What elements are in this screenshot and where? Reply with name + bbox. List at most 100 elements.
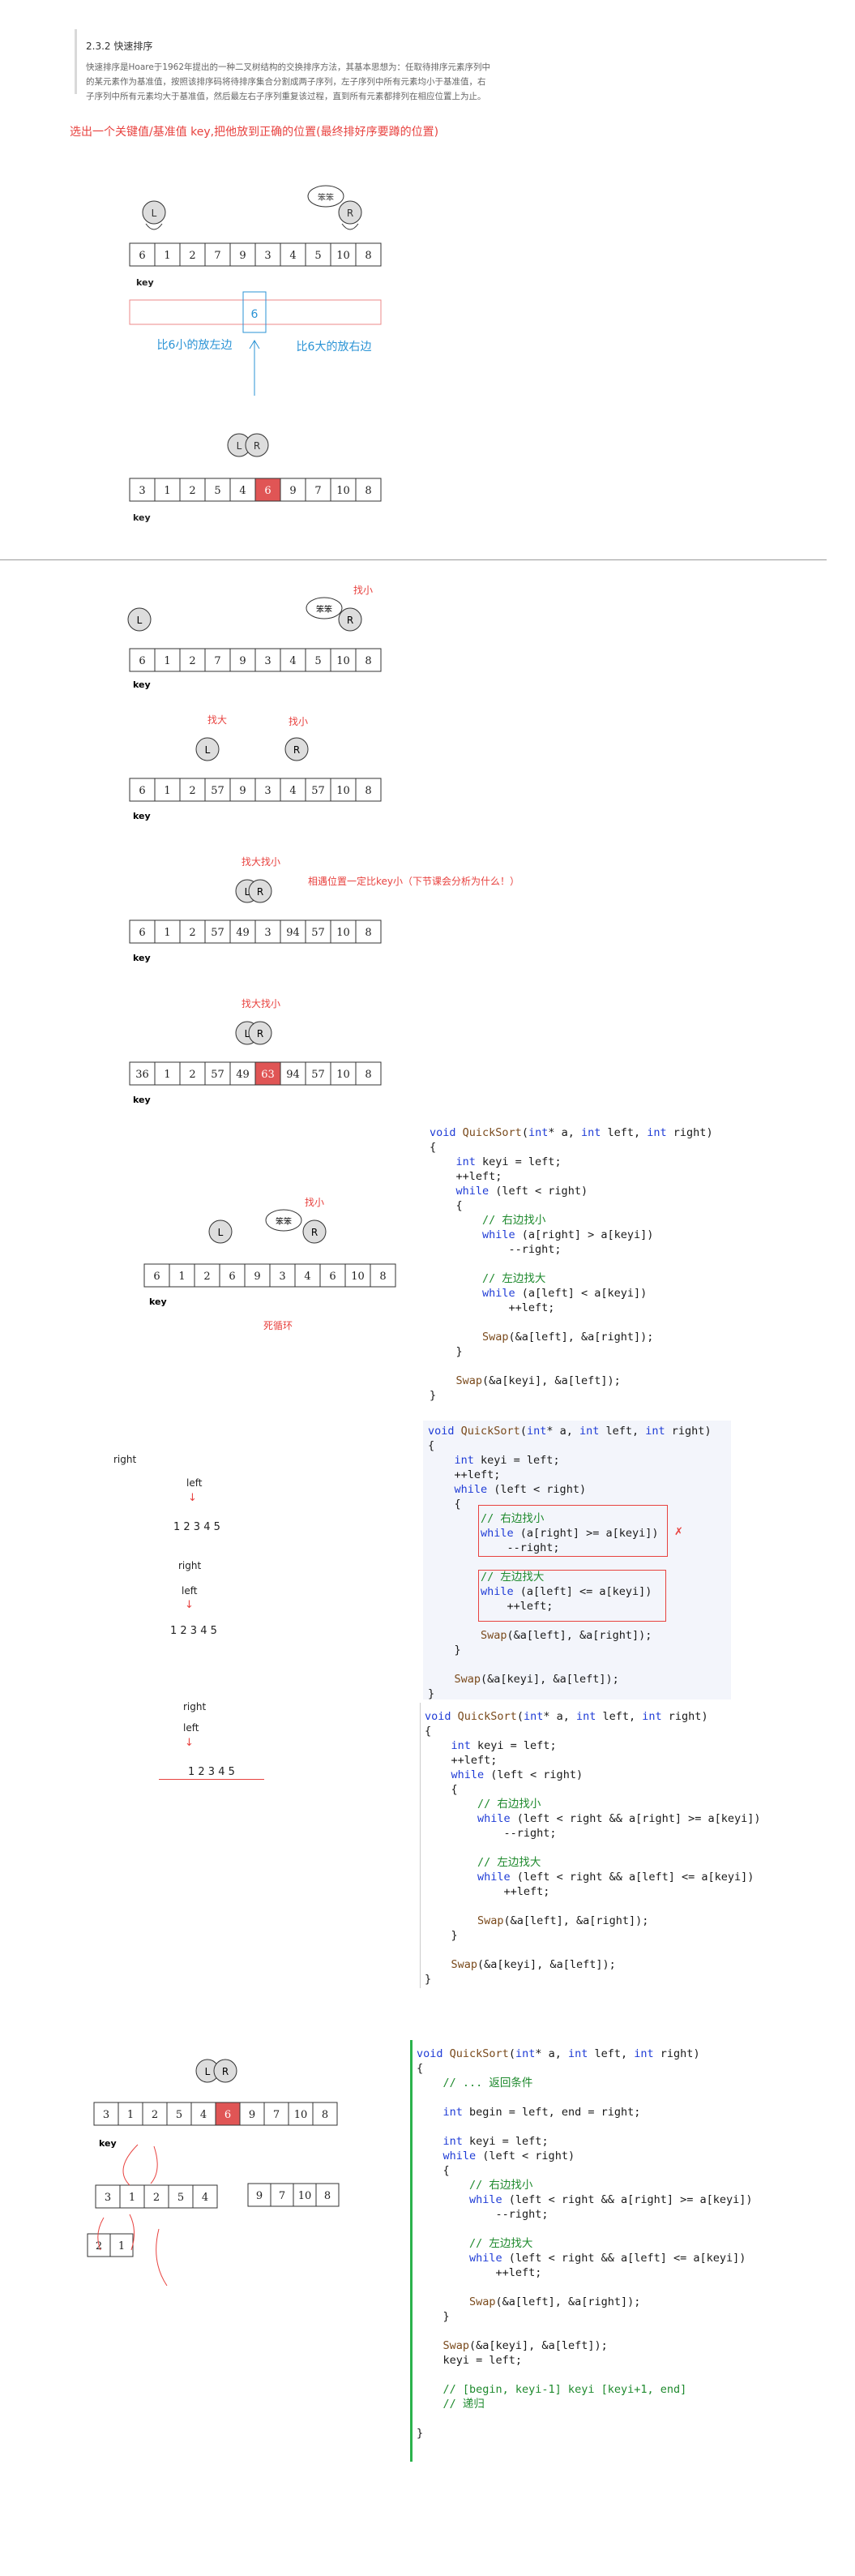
- svg-text:L: L: [218, 1227, 224, 1238]
- array-cell: [192, 2184, 218, 2209]
- code-line: ++left;: [428, 1600, 554, 1613]
- code-line: int keyi = left;: [454, 1454, 560, 1467]
- code-line: while (left < right): [451, 1768, 584, 1781]
- array-cell-value: 3: [279, 1271, 285, 1283]
- code-line: {: [425, 1783, 458, 1796]
- note-left: 找大: [207, 714, 227, 726]
- right-pointer-label: R: [347, 208, 353, 219]
- code-line: }: [425, 1973, 432, 1986]
- key-heading: 选出一个关键值/基准值 key,把他放到正确的位置(最终排好序要蹲的位置): [70, 126, 439, 139]
- code-line: [417, 2368, 773, 2382]
- array-cell: [330, 242, 357, 267]
- array-cell: [229, 778, 256, 802]
- array-cell-value: 1: [164, 927, 170, 939]
- array-cell: [312, 2102, 338, 2126]
- code-line: while (a[right] >= a[keyi]): [481, 1527, 659, 1540]
- code-line: [417, 2120, 773, 2134]
- code-line: {: [428, 1498, 461, 1511]
- array-cell-value: 7: [214, 250, 220, 262]
- trace-left-1: left: [186, 1477, 203, 1489]
- array-cell: [370, 1263, 396, 1288]
- array-cell: [355, 778, 382, 802]
- array-cell-value: 1: [178, 1271, 185, 1283]
- code-line: Swap(&a[keyi], &a[left]);: [455, 1374, 621, 1387]
- code-line: [428, 1555, 736, 1570]
- array-cell: [280, 778, 306, 802]
- change-bar: [410, 2040, 413, 2462]
- code-line: [430, 1359, 754, 1374]
- code-line: --right;: [425, 1827, 557, 1840]
- code-line: while (left < right): [454, 1483, 587, 1496]
- array-cell: [330, 648, 357, 672]
- array-cell-value: 6: [229, 1271, 235, 1283]
- code-gutter-3: [420, 1703, 421, 1988]
- trace-underline: [159, 1779, 264, 1780]
- code-line: // 右边找小: [428, 1512, 545, 1525]
- array-cell-value: 10: [294, 2109, 308, 2121]
- code-line: keyi = left;: [417, 2354, 523, 2367]
- note-top: 找大找小: [242, 998, 280, 1009]
- key-label: key: [133, 811, 151, 821]
- array-cell-value: 5: [176, 2109, 182, 2121]
- code-line: --right;: [417, 2208, 549, 2221]
- array-cell-value: 2: [189, 655, 195, 667]
- key-label: key: [133, 679, 151, 689]
- array-cell: [179, 778, 206, 802]
- array-cell-value: 2: [189, 785, 195, 797]
- array-cell: [129, 478, 156, 502]
- svg-text:L: L: [137, 615, 143, 626]
- array-cell-value: 10: [336, 785, 350, 797]
- array-cell-value: 4: [202, 2192, 208, 2204]
- code-line: }: [428, 1644, 461, 1657]
- code-line: {: [430, 1199, 463, 1212]
- array-cell: [294, 1263, 321, 1288]
- array-cell-value: 2: [153, 2192, 160, 2204]
- code-line: // 递归: [417, 2398, 485, 2411]
- stage-note: 找小: [353, 585, 373, 596]
- trace-left-3: left: [183, 1722, 199, 1734]
- code-line: --right;: [428, 1541, 560, 1554]
- code-block-3: void QuickSort(int* a, int left, int rig…: [425, 1709, 765, 1987]
- array-cell: [355, 648, 382, 672]
- array-cell: [229, 242, 256, 267]
- code-line: {: [425, 1725, 432, 1738]
- code-block-2: void QuickSort(int* a, int left, int rig…: [428, 1424, 736, 1701]
- array-cell: [109, 2233, 134, 2257]
- code-line: Swap(&a[left], &a[right]);: [469, 2295, 641, 2308]
- code-line: // 右边找小: [425, 1798, 541, 1811]
- array-cell-value: 9: [249, 2109, 255, 2121]
- array-cell: [143, 1263, 170, 1288]
- array-cell-value: 4: [200, 2109, 207, 2121]
- array-cell: [315, 2183, 340, 2207]
- code-line: while (a[left] < a[keyi]): [482, 1287, 648, 1300]
- code-line: void QuickSort(int* a, int left, int rig…: [425, 1710, 708, 1723]
- array-cell-value: 57: [211, 785, 224, 797]
- array-cell: [305, 778, 331, 802]
- array-cell: [355, 478, 382, 502]
- code-line: // 左边找大: [428, 1571, 545, 1584]
- intro-line: 的某元素作为基准值，按照该排序码将待排序集合分割成两子序列，左子序列中所有元素均…: [86, 77, 486, 87]
- array-cell-value: 6: [139, 655, 145, 667]
- array-cell-value: 5: [314, 655, 321, 667]
- code-line: void QuickSort(int* a, int left, int rig…: [417, 2047, 700, 2060]
- array-cell: [154, 1061, 181, 1086]
- code-line: }: [417, 2310, 450, 2323]
- array-cell-value: 9: [239, 655, 246, 667]
- array-cell: [355, 919, 382, 944]
- code-line: {: [417, 2062, 424, 2075]
- svg-text:R: R: [311, 1227, 318, 1238]
- code-line: Swap(&a[keyi], &a[left]);: [451, 1958, 616, 1971]
- array-cell: [280, 919, 306, 944]
- array-cell-value: 8: [365, 485, 371, 497]
- code-block-1: void QuickSort(int* a, int left, int rig…: [430, 1125, 754, 1403]
- array-cell-value: 36: [135, 1069, 149, 1081]
- array-cell: [204, 1061, 231, 1086]
- array-cell-value: 10: [336, 485, 350, 497]
- svg-text:R: R: [254, 440, 260, 452]
- array-cell-value: 6: [139, 250, 145, 262]
- array-cell: [263, 2102, 289, 2126]
- code-panel-2: [423, 1421, 731, 1699]
